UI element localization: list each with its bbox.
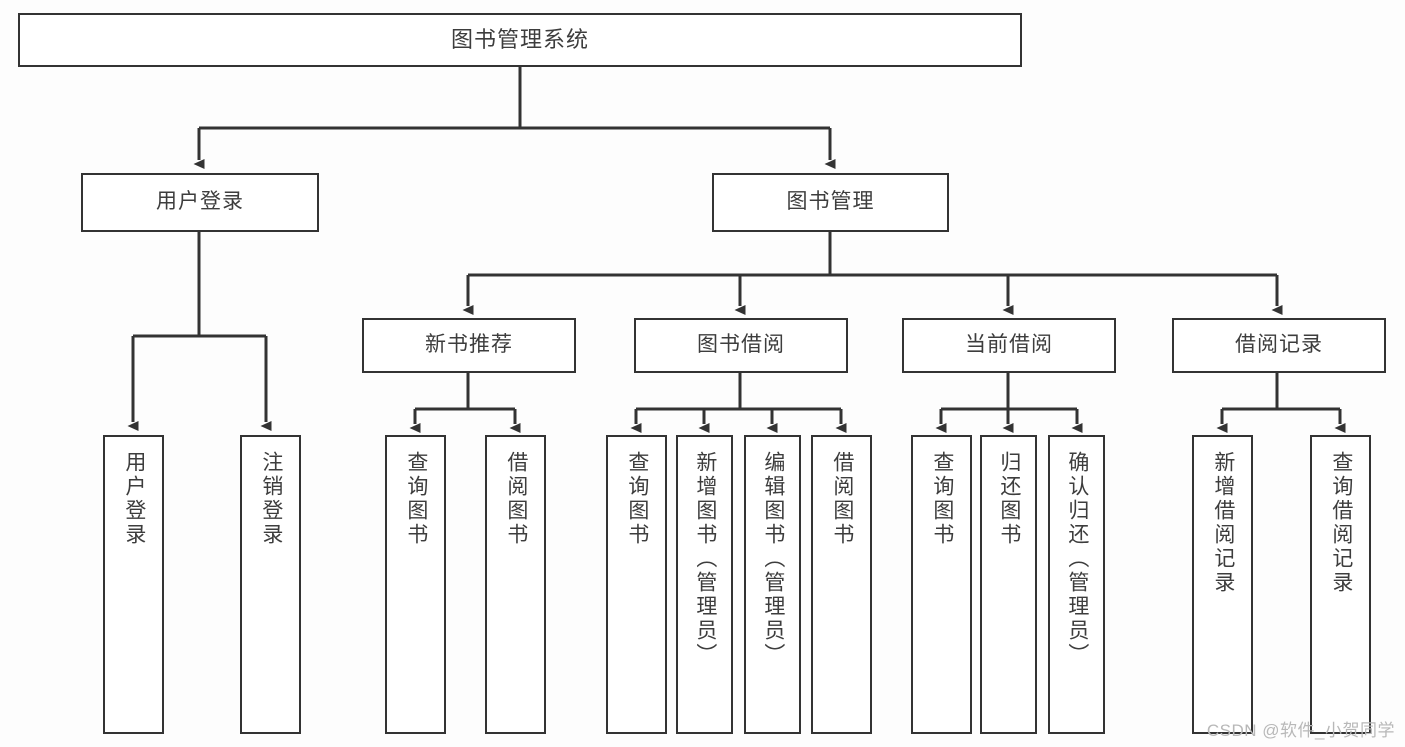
leaf-user-login-logout[interactable]: 注销登录 xyxy=(240,435,301,734)
node-label: 用户登录 xyxy=(156,190,244,214)
leaf-new-book-query-book[interactable]: 查询图书 xyxy=(385,435,446,734)
leaf-borrow-record-query-record[interactable]: 查询借阅记录 xyxy=(1310,435,1371,734)
node-label: 确认归还（管理员） xyxy=(1065,451,1089,667)
node-label: 新增借阅记录 xyxy=(1211,451,1235,595)
leaf-book-borrow-query-book[interactable]: 查询图书 xyxy=(606,435,667,734)
node-label: 查询图书 xyxy=(930,451,954,547)
leaf-current-borrow-return-book[interactable]: 归还图书 xyxy=(980,435,1037,734)
node-root-book-management-system[interactable]: 图书管理系统 xyxy=(18,13,1022,67)
node-user-login[interactable]: 用户登录 xyxy=(81,173,319,232)
node-label: 借阅图书 xyxy=(504,451,528,547)
leaf-current-borrow-confirm-return-admin[interactable]: 确认归还（管理员） xyxy=(1048,435,1105,734)
node-new-book-recommend[interactable]: 新书推荐 xyxy=(362,318,576,373)
node-label: 归还图书 xyxy=(997,451,1021,547)
node-label: 借阅图书 xyxy=(830,451,854,547)
node-label: 借阅记录 xyxy=(1235,333,1323,357)
node-label: 图书借阅 xyxy=(697,333,785,357)
node-book-borrow[interactable]: 图书借阅 xyxy=(634,318,848,373)
leaf-book-borrow-add-book-admin[interactable]: 新增图书（管理员） xyxy=(676,435,733,734)
node-label: 注销登录 xyxy=(259,451,283,547)
leaf-borrow-record-add-record[interactable]: 新增借阅记录 xyxy=(1192,435,1253,734)
node-label: 用户登录 xyxy=(122,451,146,547)
node-label: 图书管理 xyxy=(786,190,875,214)
node-label: 查询图书 xyxy=(404,451,428,547)
node-label: 编辑图书（管理员） xyxy=(761,451,785,667)
node-label: 图书管理系统 xyxy=(450,27,589,53)
node-label: 当前借阅 xyxy=(965,333,1053,357)
leaf-current-borrow-query-book[interactable]: 查询图书 xyxy=(911,435,972,734)
node-label: 新书推荐 xyxy=(425,333,513,357)
leaf-new-book-borrow-book[interactable]: 借阅图书 xyxy=(485,435,546,734)
leaf-user-login-login[interactable]: 用户登录 xyxy=(103,435,164,734)
csdn-watermark: CSDN @软件_小贺同学 xyxy=(1206,721,1395,740)
node-label: 新增图书（管理员） xyxy=(693,451,717,667)
leaf-book-borrow-borrow-book[interactable]: 借阅图书 xyxy=(811,435,872,734)
node-borrow-record[interactable]: 借阅记录 xyxy=(1172,318,1386,373)
leaf-book-borrow-edit-book-admin[interactable]: 编辑图书（管理员） xyxy=(744,435,801,734)
node-book-management[interactable]: 图书管理 xyxy=(712,173,949,232)
node-current-borrow[interactable]: 当前借阅 xyxy=(902,318,1116,373)
node-label: 查询借阅记录 xyxy=(1329,451,1353,595)
node-label: 查询图书 xyxy=(625,451,649,547)
